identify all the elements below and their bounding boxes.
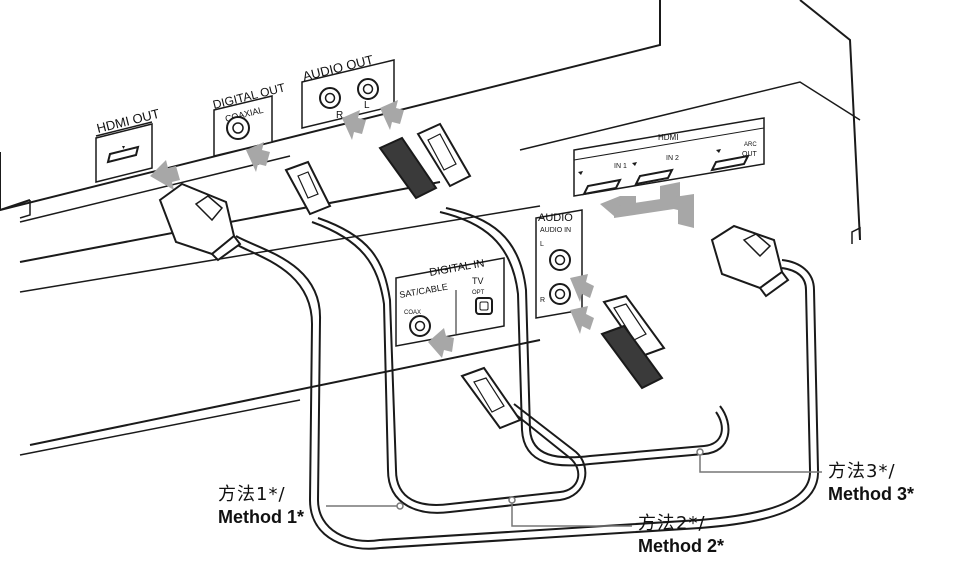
arrow-icon [246,142,270,172]
audio-plug-r-tv [600,324,664,390]
coax-cable-method2 [317,217,580,506]
tv-hdmi-in2-port[interactable] [634,168,674,186]
audio-in-panel: AUDIO AUDIO IN L R [535,209,583,319]
audio-out-port-group: AUDIO OUT R L [301,52,395,129]
tv-hdmi-out-label: OUT [742,151,758,158]
method-2-callout: 方法2*/ Method 2* [638,513,724,557]
rca-plugs [284,122,666,430]
audio-in-label: AUDIO IN [540,227,571,234]
hdmi-plug-tv [710,224,790,298]
method-3-en: Method 3* [828,484,915,504]
tv-hdmi-in1-port[interactable] [582,178,622,196]
method-2-cn: 方法2*/ [638,513,706,534]
audio-plug-r-player [378,136,438,200]
coax-label: COAX [404,310,421,316]
arrow-icon [342,110,366,140]
hdmi-plug-player [158,182,242,262]
arrow-icon [614,194,694,218]
method-1-callout: 方法1*/ Method 1* [218,484,304,528]
tv-hdmi-in1-label: IN 1 [614,163,627,170]
callout-leaders [326,448,822,527]
method-1-en: Method 1* [218,507,305,527]
audio-label: AUDIO [538,212,573,224]
hdmi-out-port-group: HDMI OUT [95,106,161,183]
cables [231,207,820,550]
tv-hdmi-arc-label: ARC [744,142,757,148]
arrow-icon [428,328,454,358]
arrow-icon [570,306,594,334]
opt-label: OPT [472,290,485,296]
method-3-callout: 方法3*/ Method 3* [828,461,914,505]
arrow-icon [570,274,594,302]
arrow-icon [150,160,180,190]
audio-in-r-label: R [540,297,545,304]
audio-out-r-label: R [336,110,343,121]
method-1-cn: 方法1*/ [218,484,286,505]
tv-hdmi-arc-out-port[interactable] [710,154,750,172]
hdmi-cable-method1 [235,235,812,542]
tv-hdmi-panel: HDMI IN 1 IN 2 ARC OUT [573,117,765,197]
method-3-cn: 方法3*/ [828,461,896,482]
arrow-icon [380,100,404,130]
tv-hdmi-in2-label: IN 2 [666,155,679,162]
audio-out-l-label: L [364,100,370,111]
method-2-en: Method 2* [638,536,725,556]
audio-in-l-label: L [540,241,544,248]
connection-arrows [150,100,694,358]
digital-out-port-group: DIGITAL OUT COAXIAL [211,80,287,157]
tv-label: TV [472,276,484,286]
audio-cable-method3 [445,207,723,459]
digital-in-panel: DIGITAL IN SAT/CABLE TV COAX OPT [395,257,505,347]
tv-hdmi-label: HDMI [658,133,678,142]
